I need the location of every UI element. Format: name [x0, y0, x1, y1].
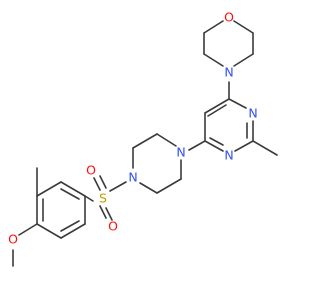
bond-ar-ortho-top-meta-top — [36, 181, 62, 197]
bond-sulfur-oxygen-upper-b — [93, 177, 101, 191]
atom-sulfonyl-sulfur: S — [99, 191, 107, 206]
bond-ar-meta-bottom-ortho-bottom — [60, 223, 86, 239]
bond-sulfur-aryl — [84, 195, 94, 202]
molecule-structure: O N N N N N S O O O — [8, 10, 278, 267]
bond-ar-ipso-ortho-top — [60, 181, 86, 197]
atom-sulfonyl-oxygen-upper: O — [86, 163, 96, 178]
bond-pyr-c2-methyl — [252, 140, 278, 156]
atom-piperazine-n1: N — [176, 145, 185, 160]
atom-sulfonyl-oxygen-lower: O — [108, 219, 118, 234]
bond-pip-c-top-c — [132, 133, 158, 149]
atom-piperazine-n4: N — [128, 170, 137, 185]
bond-ar-ipso-ortho-top-inner — [60, 188, 80, 200]
bond-morpholine-o-c-right — [233, 20, 254, 34]
bond-morpholine-n-c-left — [203, 53, 224, 67]
bond-pyr-c4-c5-inner — [207, 104, 227, 117]
atom-morpholine-oxygen: O — [224, 10, 234, 25]
bond-sulfur-oxygen-upper-a — [99, 175, 107, 189]
bond-sulfur-oxygen-lower-a — [105, 207, 113, 221]
bond-pyr-n1-c2 — [234, 140, 254, 152]
bond-morpholine-c-o-left — [203, 20, 224, 34]
bond-pyr-c4-c5 — [204, 98, 230, 114]
bond-piperazine-sulfur — [109, 181, 127, 192]
atom-morpholine-nitrogen: N — [224, 65, 233, 80]
bond-ar-meta-bottom-ortho-bottom-inner — [60, 220, 80, 232]
bond-pip-n4-c-bottom — [139, 182, 158, 194]
bond-morpholine-c-n-right — [233, 53, 254, 67]
bond-aryl-methoxy-oxygen — [18, 223, 38, 236]
bond-pyr-c6-n1-inner — [209, 137, 224, 146]
bond-pyr-n3-c4 — [228, 98, 247, 109]
bond-sulfur-oxygen-lower-b — [99, 205, 107, 219]
atom-pyrimidine-n1: N — [224, 148, 233, 163]
atom-labels: O N N N N N S O O O — [8, 10, 258, 247]
atom-pyrimidine-n3: N — [248, 106, 257, 121]
atom-methoxy-oxygen: O — [8, 232, 18, 247]
bonds — [12, 20, 278, 267]
bond-pyr-c6-n1 — [204, 140, 224, 152]
bond-pip-c-bottom-c — [156, 178, 182, 194]
bond-pyrimidine-piperazine — [188, 140, 206, 151]
bond-pip-n1-c-top — [156, 133, 177, 147]
bond-ar-para-meta-bottom — [36, 223, 62, 239]
